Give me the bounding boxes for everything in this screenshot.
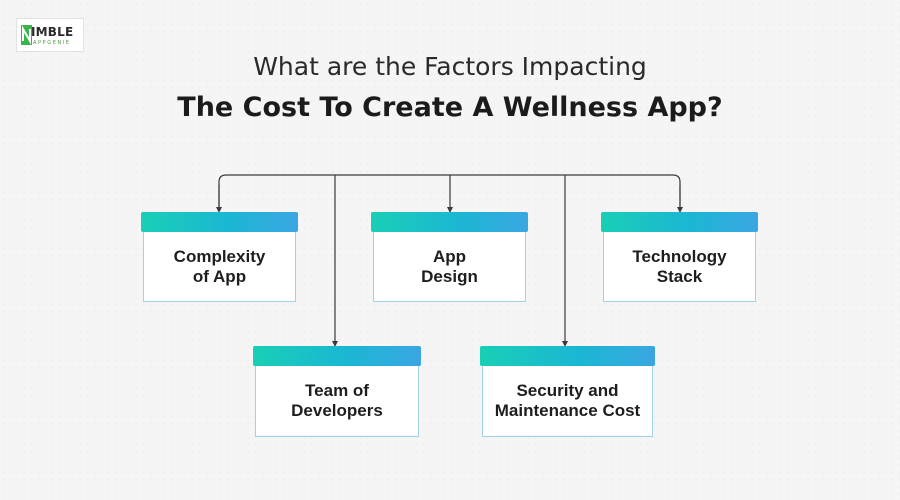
logo-wordmark: IMBLE xyxy=(31,25,74,39)
factor-card-team-of-developers: Team of Developers xyxy=(253,346,421,437)
brand-logo: IMBLE APPGENIE xyxy=(16,18,84,52)
factor-label: Security and Maintenance Cost xyxy=(494,381,641,420)
factor-label: Complexity of App xyxy=(173,246,266,286)
card-header-bar xyxy=(601,212,758,232)
card-header-bar xyxy=(141,212,298,232)
card-header-bar xyxy=(480,346,655,366)
card-header-bar xyxy=(371,212,528,232)
factor-card-security-maintenance: Security and Maintenance Cost xyxy=(480,346,655,437)
card-header-bar xyxy=(253,346,421,366)
factor-card-app-design: App Design xyxy=(371,212,528,302)
factor-card-technology-stack: Technology Stack xyxy=(601,212,758,302)
logo-n-icon xyxy=(21,25,32,45)
title-line-2: The Cost To Create A Wellness App? xyxy=(177,92,723,123)
factor-label: Technology Stack xyxy=(632,246,727,286)
factor-label: App Design xyxy=(421,246,478,286)
factor-card-complexity: Complexity of App xyxy=(141,212,298,302)
logo-subtext: APPGENIE xyxy=(33,40,71,46)
factor-label: Team of Developers xyxy=(291,381,383,420)
title-line-1: What are the Factors Impacting xyxy=(253,52,647,81)
